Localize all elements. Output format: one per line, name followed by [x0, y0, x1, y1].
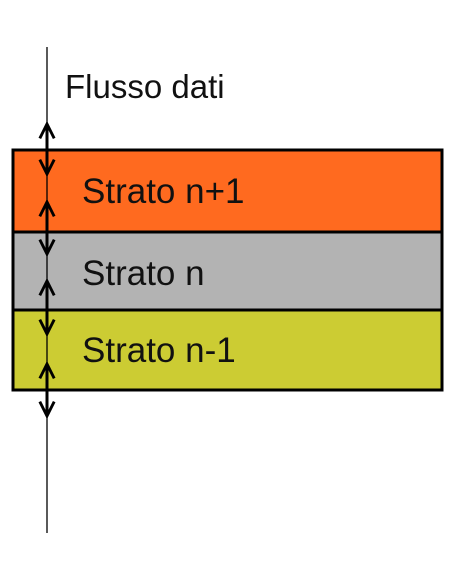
layer-box-upper	[11, 148, 444, 234]
layer-label-upper: Strato n+1	[82, 172, 245, 211]
layer-box-current	[11, 230, 444, 312]
layer-label-current: Strato n	[82, 254, 205, 293]
layer-label-lower: Strato n-1	[82, 331, 236, 370]
layer-box-lower	[11, 308, 444, 392]
flow-label: Flusso dati	[65, 68, 225, 105]
